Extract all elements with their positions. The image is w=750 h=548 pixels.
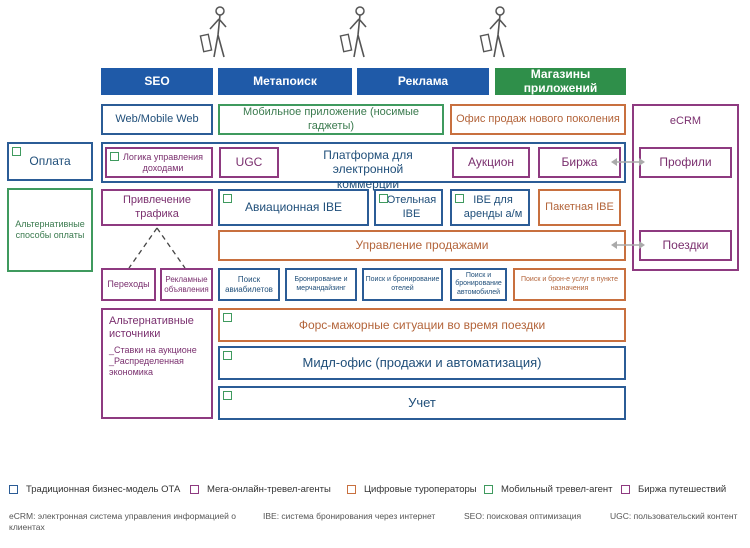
checkbox-icon bbox=[223, 391, 232, 400]
legend-label: Мега-онлайн-тревел-агенты bbox=[207, 484, 331, 495]
search-air-box: Поиск авиабилетов bbox=[218, 268, 280, 301]
ad-listings-box: Рекламные объявления bbox=[160, 268, 213, 301]
header-seo: SEO bbox=[101, 68, 213, 95]
payment-box: Оплата bbox=[7, 142, 93, 181]
air-ibe-box: Авиационная IBE bbox=[218, 189, 369, 226]
legend-item: Традиционная бизнес-модель ОТА bbox=[9, 484, 180, 495]
force-majeure-box: Форс-мажорные ситуации во время поездки bbox=[218, 308, 626, 342]
legend-item: Цифровые туроператоры bbox=[347, 484, 477, 495]
mid-office-box: Мидл-офис (продажи и автоматизация) bbox=[218, 346, 626, 380]
traveler-icon bbox=[199, 6, 227, 58]
car-ibe-label: IBE для аренды а/м bbox=[463, 194, 523, 220]
legend-swatch bbox=[9, 485, 18, 494]
sales-mgmt-box: Управление продажами bbox=[218, 230, 626, 261]
legend-label: Цифровые туроператоры bbox=[364, 484, 477, 495]
legend-swatch bbox=[484, 485, 493, 494]
search-destination-box: Поиск и брон-е услуг в пункте назначения bbox=[513, 268, 626, 301]
hotel-ibe-label: Отельная IBE bbox=[386, 194, 437, 220]
hotel-ibe-box: Отельная IBE bbox=[374, 189, 443, 226]
package-ibe-box: Пакетная IBE bbox=[538, 189, 621, 226]
car-ibe-box: IBE для аренды а/м bbox=[450, 189, 530, 226]
revenue-logic-label: Логика управления доходами bbox=[123, 151, 203, 173]
ugc-box: UGC bbox=[219, 147, 279, 178]
legend-swatch bbox=[621, 485, 630, 494]
checkbox-icon bbox=[379, 194, 388, 203]
mobile-app-box: Мобильное приложение (носимые гаджеты) bbox=[218, 104, 444, 135]
traffic-connector bbox=[128, 227, 186, 269]
legend-item: Мобильный тревел-агент bbox=[484, 484, 613, 495]
ecommerce-platform-label: Платформа для электронной коммерции bbox=[323, 148, 413, 191]
ecrm-label: eCRM bbox=[669, 115, 702, 127]
double-arrow-icon bbox=[611, 241, 645, 249]
alt-sources-title: Альтернативные источники bbox=[109, 315, 194, 341]
header-ads: Реклама bbox=[357, 68, 489, 95]
checkbox-icon bbox=[110, 152, 119, 161]
double-arrow-icon bbox=[611, 158, 645, 166]
traveler-icon bbox=[339, 6, 367, 58]
traveler-icon bbox=[479, 6, 507, 58]
mid-office-label: Мидл-офис (продажи и автоматизация) bbox=[302, 355, 542, 371]
footnote-ugc: UGC: пользовательский контент bbox=[610, 511, 738, 521]
footnote-seo: SEO: поисковая оптимизация bbox=[464, 511, 582, 521]
booking-merch-box: Бронирование и мерчандайзинг bbox=[285, 268, 357, 301]
auction-box: Аукцион bbox=[452, 147, 530, 178]
legend-swatch bbox=[190, 485, 199, 494]
header-metasearch: Метапоиск bbox=[218, 68, 352, 95]
search-cars-box: Поиск и бронирование автомобилей bbox=[450, 268, 507, 301]
header-app-stores: Магазины приложений bbox=[495, 68, 626, 95]
checkbox-icon bbox=[223, 351, 232, 360]
exchange-box: Биржа bbox=[538, 147, 621, 178]
checkbox-icon bbox=[12, 147, 21, 156]
profiles-box: Профили bbox=[639, 147, 732, 178]
accounting-box: Учет bbox=[218, 386, 626, 420]
legend-item: Биржа путешествий bbox=[621, 484, 726, 495]
search-hotels-box: Поиск и бронирование отелей bbox=[362, 268, 443, 301]
alt-sources-item: _Распределенная экономика bbox=[109, 356, 184, 377]
sales-office-box: Офис продаж нового поколения bbox=[450, 104, 626, 135]
checkbox-icon bbox=[455, 194, 464, 203]
checkbox-icon bbox=[223, 194, 232, 203]
legend-item: Мега-онлайн-тревел-агенты bbox=[190, 484, 331, 495]
legend-label: Мобильный тревел-агент bbox=[501, 484, 613, 495]
legend-swatch bbox=[347, 485, 356, 494]
footnote-ecrm: eCRM: электронная система управления инф… bbox=[9, 511, 236, 533]
force-majeure-label: Форс-мажорные ситуации во время поездки bbox=[298, 317, 546, 332]
transitions-box: Переходы bbox=[101, 268, 156, 301]
web-mobile-box: Web/Mobile Web bbox=[101, 104, 213, 135]
alt-sources-item: _Ставки на аукционе bbox=[109, 345, 197, 356]
footnote-ibe: IBE: система бронирования через интернет bbox=[263, 511, 436, 521]
alt-sources-box: Альтернативные источники _Ставки на аукц… bbox=[101, 308, 213, 419]
payment-label: Оплата bbox=[29, 154, 71, 169]
legend-label: Традиционная бизнес-модель ОТА bbox=[26, 484, 181, 495]
air-ibe-label: Авиационная IBE bbox=[244, 200, 343, 215]
checkbox-icon bbox=[223, 313, 232, 322]
traffic-box: Привлечение трафика bbox=[101, 189, 213, 226]
legend-label: Биржа путешествий bbox=[638, 484, 727, 495]
accounting-label: Учет bbox=[408, 395, 436, 411]
trips-box: Поездки bbox=[639, 230, 732, 261]
revenue-logic-box: Логика управления доходами bbox=[105, 147, 213, 178]
alt-payment-box: Альтернативные способы оплаты bbox=[7, 188, 93, 272]
